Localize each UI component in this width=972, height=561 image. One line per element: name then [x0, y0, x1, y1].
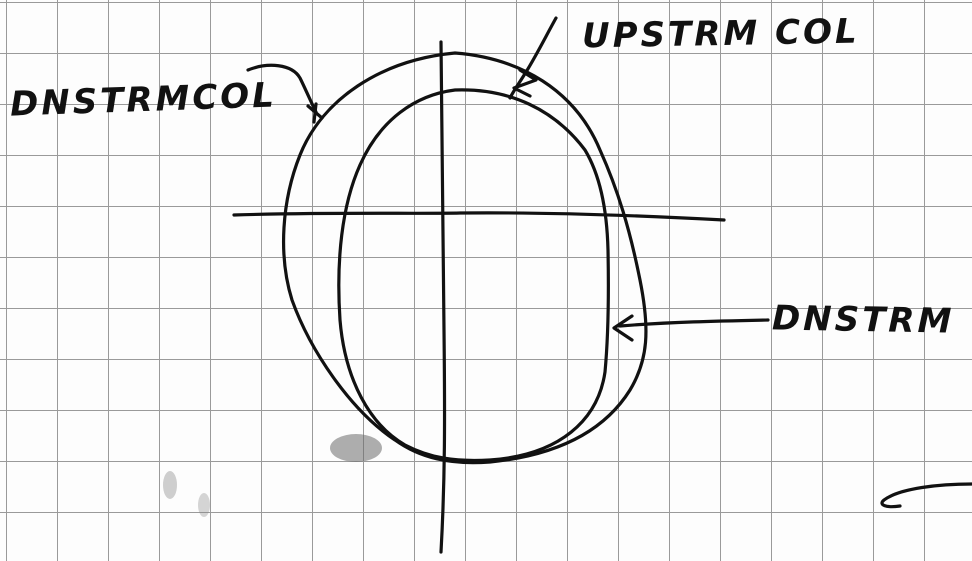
partial-curve [882, 484, 972, 507]
inner-loop [339, 90, 609, 461]
smudge [198, 493, 210, 517]
label-upstream-col: UPSTRM COL [582, 12, 860, 57]
vertical-axis [441, 42, 445, 552]
leader-downstream-arrowhead [614, 316, 632, 340]
leader-downstream [620, 320, 768, 326]
label-downstream: DNSTRM [772, 298, 955, 341]
smudge [163, 471, 177, 499]
horizontal-axis [234, 213, 724, 220]
smudge [330, 434, 382, 462]
